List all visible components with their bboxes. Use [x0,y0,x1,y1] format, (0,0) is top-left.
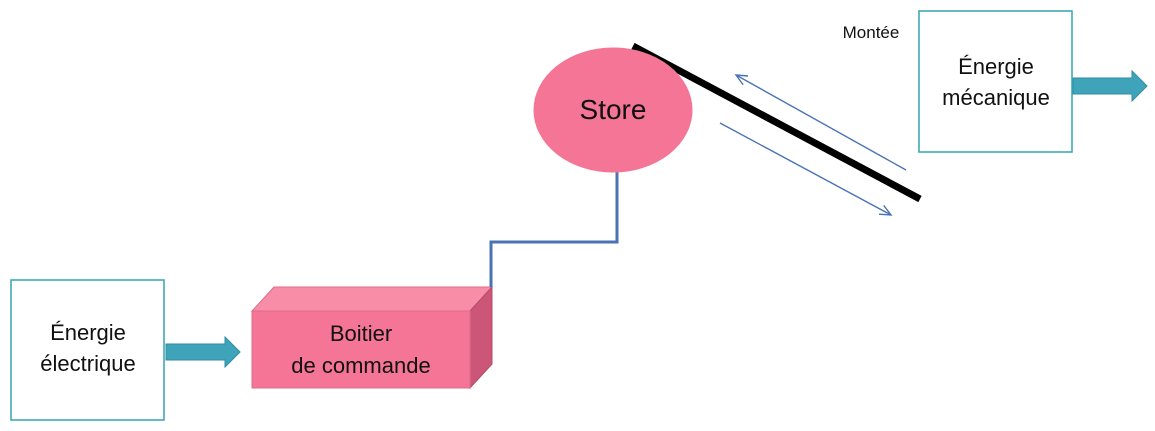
control-box: Boitier de commande [250,285,494,390]
direction-label: Montée [843,23,900,42]
control-box-label-line2: de commande [291,353,430,378]
store-node: Store [533,47,693,173]
mechanical-energy-box: Énergie mécanique [918,10,1073,153]
mechanical-energy-label-line2: mécanique [942,85,1050,110]
mechanical-energy-label-line1: Énergie [958,54,1034,79]
electric-energy-box: Énergie électrique [10,279,165,421]
shade-bar [631,42,922,203]
control-box-top-face [250,286,494,312]
electric-energy-label-line2: électrique [40,351,135,376]
electric-flow-arrow-shape [165,335,241,369]
control-box-front-face [251,310,471,389]
mechanical-flow-arrow [1072,69,1148,103]
mechanical-flow-arrow-shape [1072,69,1148,103]
electric-energy-frame [10,279,165,421]
store-label: Store [580,94,647,125]
up-motion-arrow [734,74,907,171]
electric-energy-label-line1: Énergie [50,320,126,345]
control-cable [489,170,619,287]
control-box-label-line1: Boitier [330,321,392,346]
down-motion-arrow [719,122,893,216]
electric-flow-arrow [165,335,241,369]
mechanical-energy-frame [918,10,1073,153]
store-ellipse [533,47,693,173]
